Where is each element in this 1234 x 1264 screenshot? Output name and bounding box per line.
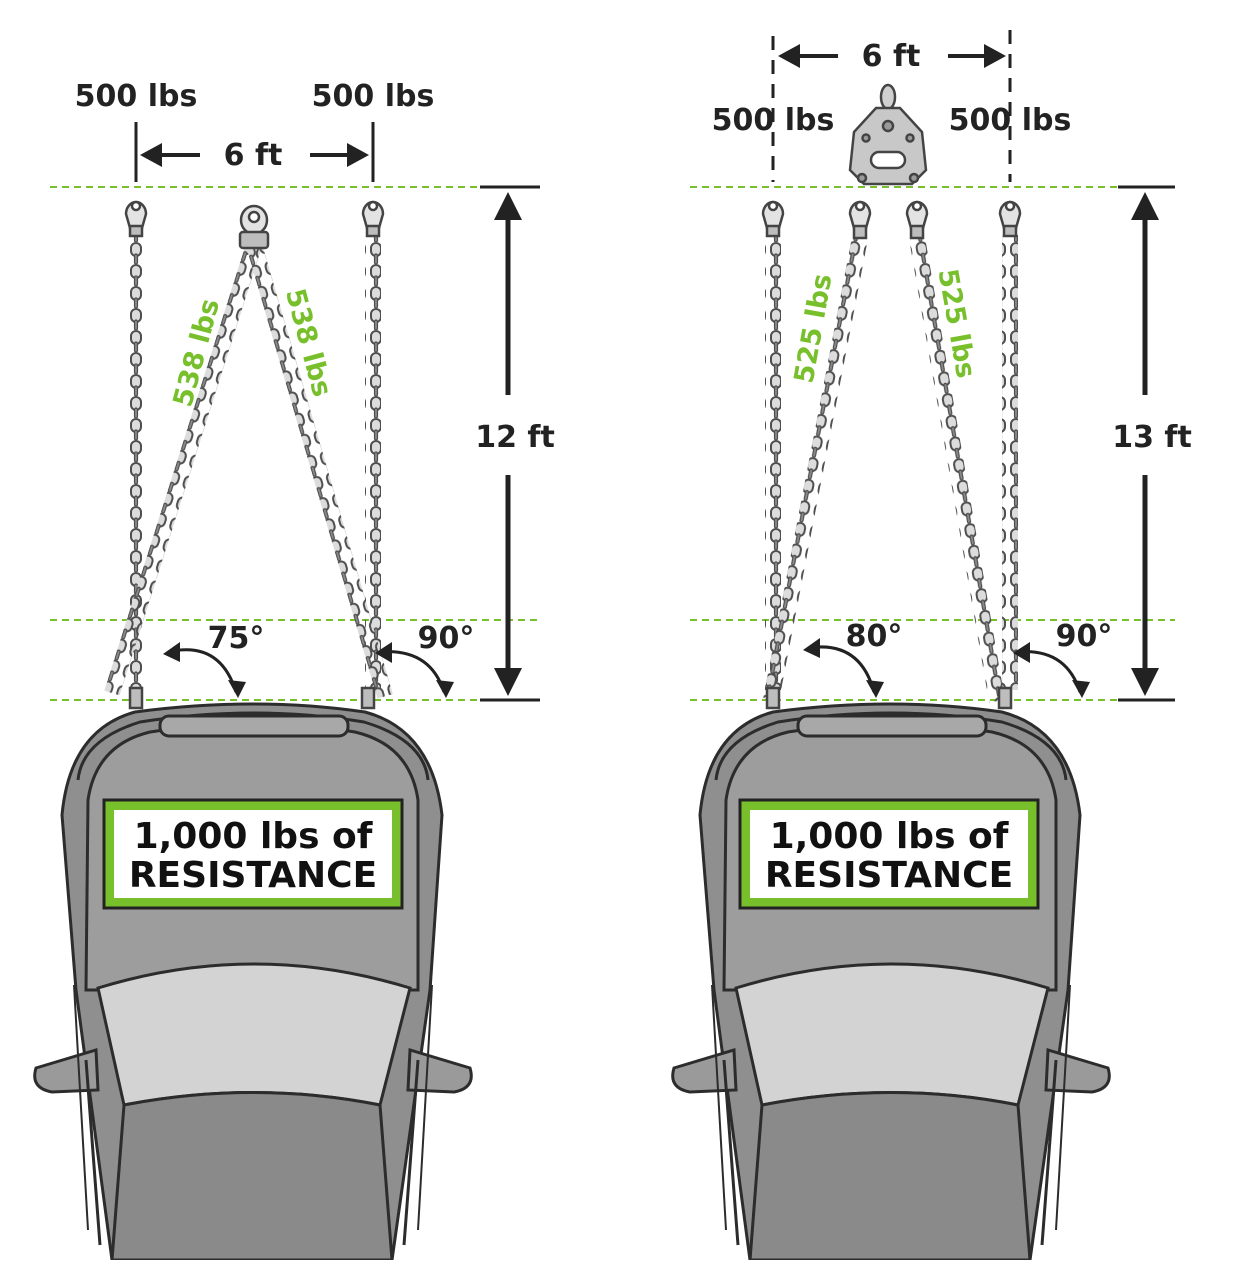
left-angle-v-label: 75° [208, 621, 265, 656]
left-chains [104, 235, 393, 699]
left-resistance-line1: 1,000 lbs of [134, 816, 373, 857]
hook-icon [761, 200, 785, 238]
left-vehicle [33, 702, 473, 1262]
right-height-dimension: 13 ft [1112, 185, 1192, 702]
left-v-chain-leg-2 [246, 242, 393, 699]
hook-icon [905, 200, 929, 240]
left-angle-indicators [163, 642, 454, 698]
left-resistance-box: 1,000 lbs of RESISTANCE [102, 798, 404, 910]
left-vertical-chain-b [365, 235, 381, 690]
right-span-label: 6 ft [862, 39, 921, 74]
right-v-chain-leg-2 [909, 236, 1005, 703]
right-vertical-chain-b [1002, 235, 1018, 690]
shackle-icon [997, 686, 1013, 710]
mirror-icon [671, 1048, 738, 1094]
right-setup: 6 ft 500 lbs 500 lbs 13 ft [671, 30, 1192, 1262]
right-chains [763, 235, 1018, 703]
left-top-load-left: 500 lbs [75, 79, 198, 114]
left-hooks [124, 200, 385, 710]
left-reference-lines [50, 186, 540, 701]
right-vertical-chain-a [765, 235, 781, 690]
left-span-label: 6 ft [224, 138, 283, 173]
right-hooks [761, 83, 1022, 710]
right-top-load-right: 500 lbs [949, 103, 1072, 138]
left-height-dimension: 12 ft [475, 185, 555, 702]
shackle-icon [128, 686, 144, 710]
right-angle-indicators [803, 638, 1090, 698]
right-top-load-left: 500 lbs [712, 103, 835, 138]
left-top-load-right: 500 lbs [312, 79, 435, 114]
right-span-dimension: 6 ft [771, 30, 1012, 182]
right-v-chain-leg-1 [763, 236, 868, 702]
hook-icon [124, 200, 148, 238]
right-height-label: 13 ft [1112, 420, 1192, 455]
master-link-hook-icon [238, 204, 270, 250]
right-angle-v-label: 80° [846, 619, 903, 654]
hook-icon [848, 200, 872, 240]
left-v-chain-leg-1 [104, 242, 262, 696]
right-vehicle [671, 702, 1111, 1262]
left-vertical-chain-a [128, 235, 144, 690]
spreader-plate-icon [848, 83, 928, 186]
hook-icon [361, 200, 385, 238]
left-height-label: 12 ft [475, 420, 555, 455]
shackle-icon [360, 686, 376, 710]
right-reference-lines [690, 186, 1175, 701]
hook-icon [998, 200, 1022, 238]
right-resistance-line2: RESISTANCE [765, 855, 1013, 896]
left-angle-vertical-label: 90° [418, 621, 475, 656]
right-resistance-line1: 1,000 lbs of [770, 816, 1009, 857]
mirror-icon [33, 1048, 100, 1094]
right-angle-vertical-label: 90° [1056, 619, 1113, 654]
left-setup: 6 ft 500 lbs 500 lbs 12 ft [33, 79, 555, 1262]
left-resistance-line2: RESISTANCE [129, 855, 377, 896]
right-resistance-box: 1,000 lbs of RESISTANCE [738, 798, 1040, 910]
shackle-icon [765, 686, 781, 710]
left-span-dimension: 6 ft [134, 122, 375, 182]
